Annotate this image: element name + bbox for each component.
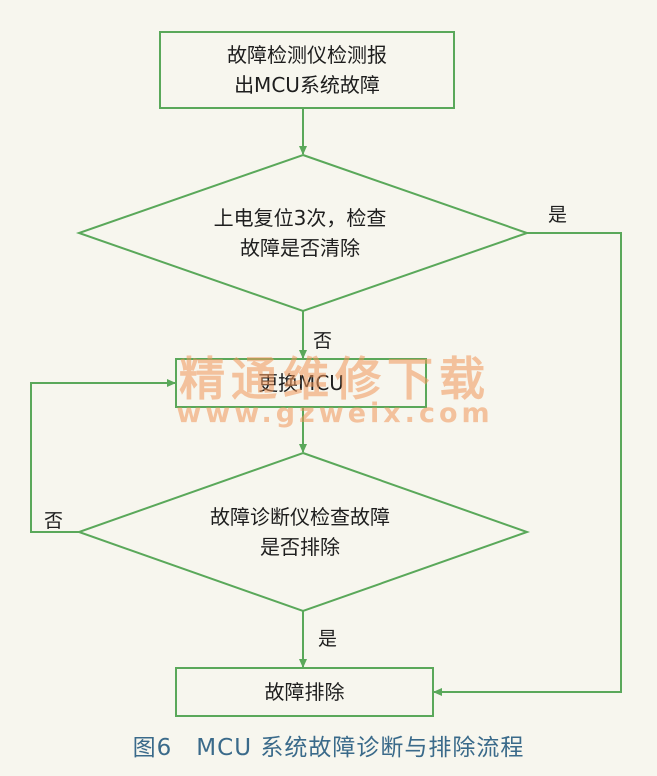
watermark-url: www.gzweix.com xyxy=(176,398,494,429)
replace-box xyxy=(175,358,427,408)
watermark-text: 精通维修下载 xyxy=(179,352,491,406)
replace-text: 更换MCU xyxy=(258,371,344,395)
end-text: 故障排除 xyxy=(264,680,345,704)
edge-d2-no-to-replace xyxy=(30,379,176,533)
figure-caption: 图6 MCU 系统故障诊断与排除流程 xyxy=(132,735,525,761)
start-text: 故障检测仪检测报 出MCU系统故障 xyxy=(227,43,387,97)
d1-yes-label: 是 xyxy=(548,204,568,226)
d2-yes-label: 是 xyxy=(318,628,338,650)
d1-no-label: 否 xyxy=(313,330,333,352)
decision2-text: 故障诊断仪检查故障 是否排除 xyxy=(210,505,390,559)
decision1-text: 上电复位3次，检查 故障是否清除 xyxy=(213,206,387,260)
start-box xyxy=(159,31,455,109)
d2-no-label: 否 xyxy=(44,510,64,532)
edge-d1-yes-to-end xyxy=(433,232,622,696)
